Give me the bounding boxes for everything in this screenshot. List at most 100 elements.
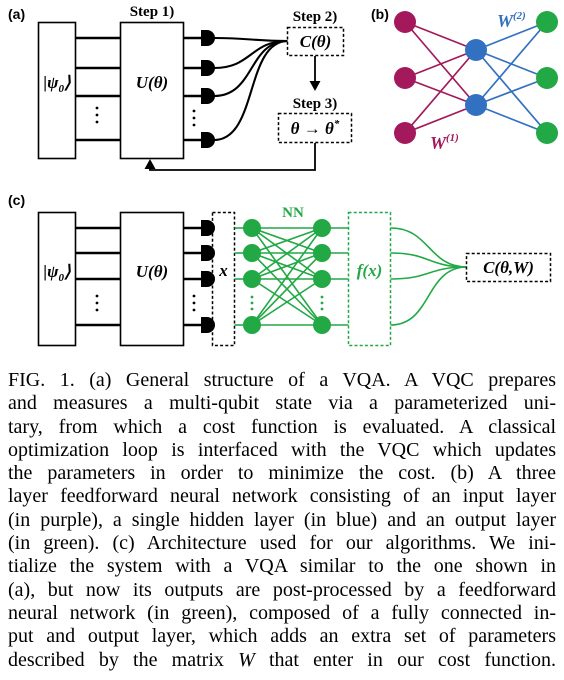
nn-connections xyxy=(251,227,323,326)
input-node xyxy=(394,11,416,33)
caption-text: described by the matrix xyxy=(8,648,239,671)
caption-line: (in purple), a single hidden layer (in b… xyxy=(8,508,556,531)
cost-box xyxy=(465,252,552,283)
ellipsis-dot xyxy=(192,294,196,298)
w2-superscript: (2) xyxy=(513,10,526,22)
output-curve xyxy=(390,227,468,268)
caption-line: (in green). (c) Architecture used for ou… xyxy=(8,532,556,555)
ket-close: ⟩ xyxy=(64,73,71,92)
ellipsis-dot xyxy=(95,301,99,305)
panel-a-label: (a) xyxy=(8,6,25,22)
ellipsis-dot xyxy=(320,301,324,305)
ellipsis-dot xyxy=(192,116,196,120)
ellipsis-dot xyxy=(95,113,99,117)
caption-line: optimization loop is interfaced with the… xyxy=(8,438,556,461)
nn-output-node xyxy=(313,270,331,288)
w2-base: W xyxy=(497,11,515,31)
ellipsis-dot xyxy=(192,123,196,127)
caption-line: neural network (in green), composed of a… xyxy=(8,601,556,624)
measurement-meter-icon xyxy=(201,132,215,148)
nn-input-node xyxy=(243,219,261,237)
hidden-output-connections xyxy=(475,21,548,134)
step-3-label: Step 3) xyxy=(293,96,338,112)
ellipsis-dot xyxy=(250,307,254,311)
connection-line xyxy=(251,252,323,326)
output-curve xyxy=(213,36,289,43)
initial-state-box xyxy=(37,211,77,347)
caption-line: tialize the system with a VQA similar to… xyxy=(8,555,556,578)
ellipsis-dot xyxy=(95,308,99,312)
output-curve xyxy=(213,39,289,70)
ellipsis-dot xyxy=(192,301,196,305)
input-node xyxy=(394,67,416,89)
vertical-ellipsis-icon xyxy=(192,294,196,312)
measurements xyxy=(201,30,215,148)
connection-line xyxy=(475,104,548,134)
figure-caption: FIG. 1. (a) General structure of a VQA. … xyxy=(8,369,556,672)
output-curve xyxy=(390,266,468,280)
nn-output-node xyxy=(313,316,331,334)
ellipsis-dot xyxy=(192,308,196,312)
input-hidden-connections xyxy=(404,21,477,134)
nn-input-node xyxy=(243,270,261,288)
measurement-meter-icon xyxy=(201,88,215,104)
vertical-ellipsis-icon xyxy=(192,109,196,127)
qubit-wires xyxy=(75,226,203,327)
matrix-symbol: W xyxy=(238,648,255,671)
measurement-meter-icon xyxy=(201,271,215,287)
step-2-label: Step 2) xyxy=(293,9,338,25)
nn-label: NN xyxy=(282,205,304,221)
initial-state-box xyxy=(37,21,77,160)
vertical-ellipsis-icon xyxy=(95,294,99,312)
panel-b-label: (b) xyxy=(371,6,389,22)
parameter-update-box xyxy=(277,112,353,144)
w2-label: W(2) xyxy=(497,10,526,31)
panel-b: (b) W(2) W(1) xyxy=(371,6,558,153)
connection-line xyxy=(404,49,477,79)
ellipsis-dot xyxy=(95,294,99,298)
cost-label: C(θ) xyxy=(300,32,332,51)
input-node xyxy=(394,122,416,144)
output-node xyxy=(536,67,558,89)
measurement-meter-icon xyxy=(201,220,215,236)
nn-output-wires xyxy=(330,227,349,326)
connection-line xyxy=(475,77,548,106)
qubit-wires xyxy=(75,36,203,142)
caption-line: described by the matrix W that enter in … xyxy=(8,649,556,672)
ellipsis-dot xyxy=(250,295,254,299)
connection-line xyxy=(404,104,477,134)
ket-subscript: 0 xyxy=(58,272,64,284)
output-curve xyxy=(213,39,289,98)
output-curve xyxy=(213,39,289,142)
connection-line xyxy=(475,21,548,51)
unitary-label: U(θ) xyxy=(136,73,168,92)
measurements xyxy=(201,220,215,333)
connection-line xyxy=(404,21,477,51)
parameter-update-label: θ → θ* xyxy=(291,118,340,138)
measurement-meter-icon xyxy=(201,60,215,76)
connection-line xyxy=(251,252,323,280)
ellipsis-dot xyxy=(250,301,254,305)
panel-c-label: (c) xyxy=(8,192,25,208)
hidden-node xyxy=(465,39,487,61)
vertical-ellipsis-icon xyxy=(320,295,324,311)
figure-diagram: (a) Step 1) Step 2) Step 3) |ψ0⟩ xyxy=(8,4,558,347)
cost-box xyxy=(286,26,345,57)
panel-a: (a) Step 1) Step 2) Step 3) |ψ0⟩ xyxy=(8,4,353,171)
nn-input-label: x xyxy=(218,261,228,280)
connection-line xyxy=(251,227,323,254)
output-node xyxy=(536,11,558,33)
ket-symbol: |ψ xyxy=(43,73,59,92)
ellipsis-dot xyxy=(320,295,324,299)
update-superscript: * xyxy=(334,118,340,130)
caption-line: layer feedforward neural network consist… xyxy=(8,485,556,508)
output-curve xyxy=(390,266,468,326)
measurement-meter-icon xyxy=(201,30,215,46)
connection-line xyxy=(475,21,548,106)
nn-output-node xyxy=(313,244,331,262)
w1-label: W(1) xyxy=(430,132,459,153)
initial-state-label: |ψ0⟩ xyxy=(43,73,71,95)
unitary-label: U(θ) xyxy=(136,262,168,281)
ellipsis-dot xyxy=(95,106,99,110)
arrow-up-icon xyxy=(144,159,156,169)
